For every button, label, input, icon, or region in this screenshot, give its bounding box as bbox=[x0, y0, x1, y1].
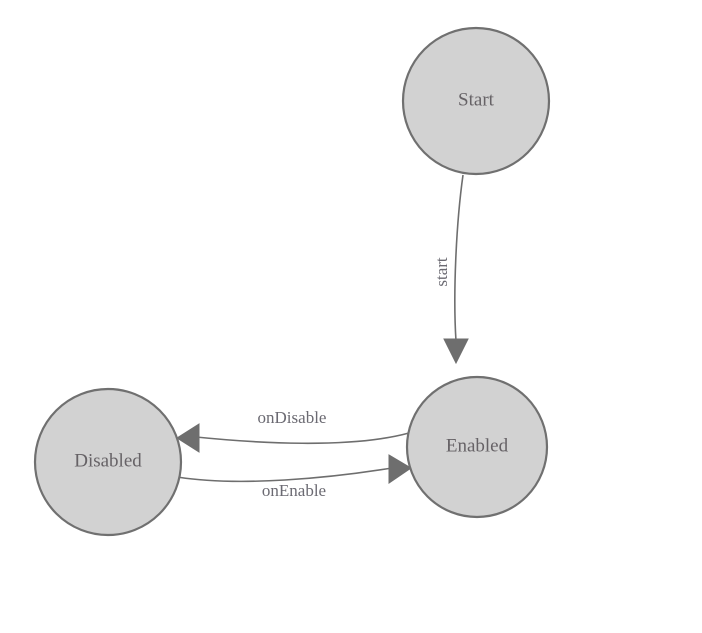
edge-start-to-enabled[interactable]: start bbox=[432, 174, 469, 365]
node-enabled-circle bbox=[405, 375, 549, 519]
node-start-circle bbox=[401, 26, 551, 176]
edge-enabled-to-disabled[interactable]: onDisable bbox=[176, 408, 410, 453]
node-enabled[interactable]: Enabled bbox=[405, 375, 549, 519]
edge-group: start onDisable onEnable bbox=[176, 174, 469, 500]
node-enabled-label: Enabled bbox=[446, 435, 509, 456]
edge-disabled-to-enabled-label: onEnable bbox=[262, 481, 326, 500]
edge-disabled-to-enabled[interactable]: onEnable bbox=[176, 454, 412, 500]
edge-enabled-to-disabled-label: onDisable bbox=[258, 408, 327, 427]
node-disabled-circle bbox=[33, 387, 183, 537]
node-disabled-label: Disabled bbox=[74, 450, 142, 471]
edge-disabled-to-enabled-arrowhead-icon bbox=[388, 454, 412, 484]
node-start-label: Start bbox=[458, 89, 495, 110]
edge-enabled-to-disabled-arrowhead-icon bbox=[176, 423, 200, 453]
node-start[interactable]: Start bbox=[401, 26, 551, 176]
node-disabled[interactable]: Disabled bbox=[33, 387, 183, 537]
edge-start-to-enabled-label: start bbox=[432, 257, 451, 287]
node-group: Start Enabled Disabled bbox=[33, 26, 551, 537]
edge-start-to-enabled-path bbox=[454, 174, 464, 342]
edge-disabled-to-enabled-path bbox=[176, 467, 393, 483]
edge-enabled-to-disabled-path bbox=[195, 432, 410, 445]
edge-start-to-enabled-arrowhead-icon bbox=[443, 338, 469, 365]
